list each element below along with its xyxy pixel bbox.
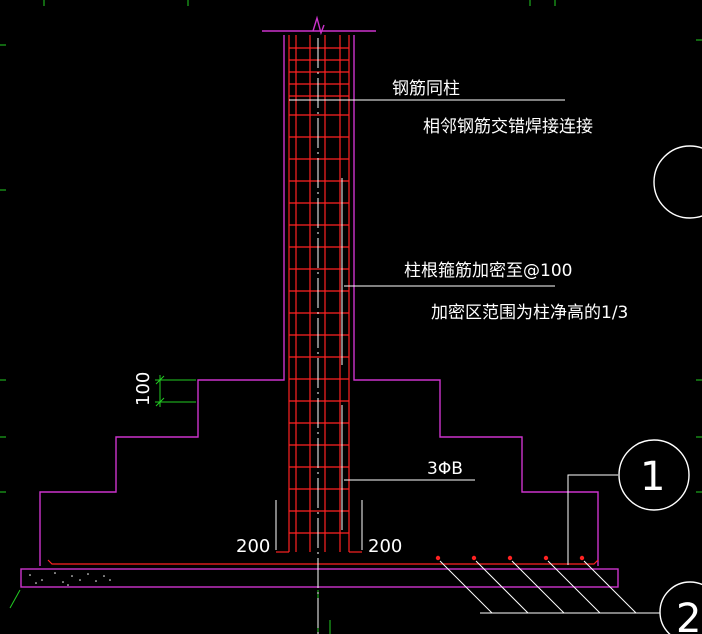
annotation-rebar-spec: 3ΦB — [427, 459, 463, 479]
annotation-densify-range: 加密区范围为柱净高的1/3 — [431, 303, 628, 323]
foundation-outline — [20, 15, 619, 588]
annotation-stirrup-densify: 柱根箍筋加密至@100 — [404, 261, 572, 281]
grid-ticks-right — [696, 39, 702, 493]
centerline — [275, 38, 363, 634]
callout-bubble-2: 2 — [676, 596, 701, 634]
grid-ticks-top — [43, 0, 556, 6]
grid-ticks-left — [0, 44, 6, 493]
column-stirrups — [289, 47, 349, 534]
dimension-left-offset: 200 — [236, 536, 270, 557]
column-rebar-cage — [276, 35, 362, 553]
annotation-weld-connection: 相邻钢筋交错焊接连接 — [423, 117, 593, 137]
callout-bubble-1: 1 — [640, 454, 665, 500]
concrete-hatch — [29, 572, 111, 586]
base-rebar-dots — [435, 555, 585, 561]
annotation-rebar-same-as-column: 钢筋同柱 — [392, 79, 460, 99]
dimension-100 — [155, 375, 196, 407]
callout-circles — [618, 145, 702, 634]
base-rebar — [47, 559, 599, 565]
dimension-right-offset: 200 — [368, 536, 402, 557]
dimension-step-height: 100 — [133, 372, 154, 406]
grid-ticks-bottom — [9, 589, 331, 634]
leader-lines — [289, 99, 660, 614]
